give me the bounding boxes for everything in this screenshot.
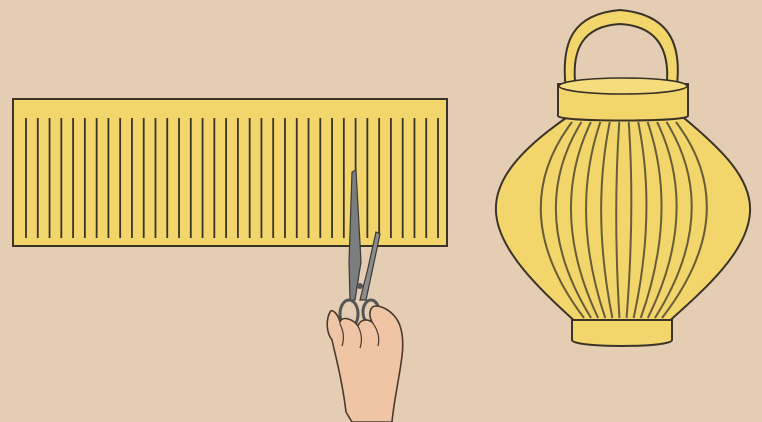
lantern-bottom-rim	[572, 320, 672, 346]
cut-paper-sheet	[13, 99, 447, 246]
lantern-top-opening	[559, 78, 687, 94]
paper-sheet-body	[13, 99, 447, 246]
scissors-pivot	[357, 283, 363, 289]
